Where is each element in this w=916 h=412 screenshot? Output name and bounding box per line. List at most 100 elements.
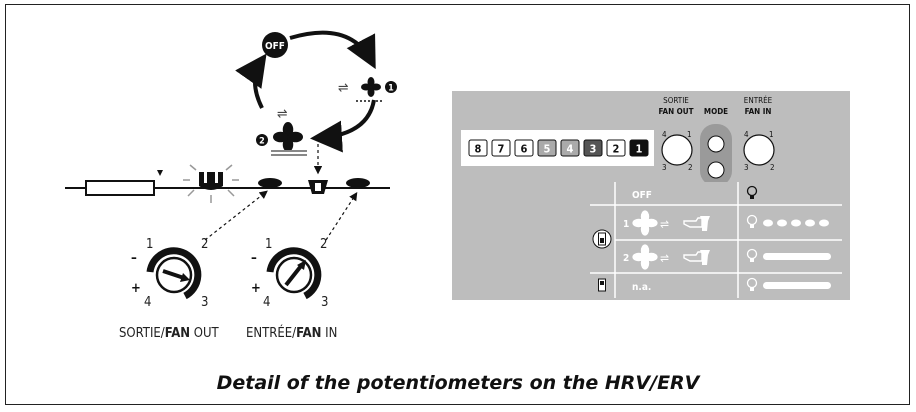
blink-dots (763, 219, 829, 227)
led-digit-label: 2 (613, 143, 620, 156)
figure-frame (5, 4, 910, 405)
led-digit-label: 6 (521, 143, 528, 156)
led-digit-box (514, 139, 534, 157)
off-label: OFF (265, 41, 285, 52)
mode-button-bottom[interactable] (707, 161, 725, 179)
step1-badge (385, 81, 397, 93)
knob-out-circle[interactable] (661, 134, 693, 166)
step2-bar (271, 150, 307, 152)
mode-button-top[interactable] (707, 135, 725, 153)
tick-1: 1 (265, 237, 272, 252)
dial-pointer-head (180, 273, 190, 282)
knob-fan-out[interactable]: 4 1 3 2 (661, 130, 693, 172)
hand-pointer-icon (683, 216, 710, 231)
step2-badge (256, 134, 268, 146)
fan-step2: ⇌ 2 (256, 106, 307, 156)
led-digit-label: 1 (636, 143, 643, 156)
led-digit-box (583, 139, 603, 157)
plus-sign: + (251, 281, 261, 296)
switch-icon-small (598, 278, 606, 292)
dial-arc (146, 247, 202, 300)
solid-light-bar (763, 253, 831, 260)
led-digit-box (491, 139, 511, 157)
dial-pointer (284, 264, 303, 287)
knob-out-label-top: SORTIE (663, 96, 689, 105)
pot-slot-mode-hole (315, 183, 321, 191)
step2-number: 2 (259, 137, 265, 147)
led-digit-box (560, 139, 580, 157)
dotted-arrow-out (204, 190, 268, 241)
led-digit-box (537, 139, 557, 157)
cycle-arrow-right (310, 99, 376, 153)
row-off-label: OFF (632, 190, 652, 201)
tick-2: 2 (201, 237, 208, 252)
row-na-label: n.a. (632, 282, 651, 293)
bulb-icon (746, 277, 758, 291)
fan-icon (632, 210, 658, 236)
led-digit-row: 8 7 6 5 4 3 2 1 (468, 139, 649, 157)
off-circle (262, 32, 288, 58)
led-digit-label: 3 (590, 143, 597, 156)
solid-light-bar (763, 282, 831, 289)
led-digit-label: 8 (475, 143, 482, 156)
dial-out-label: SORTIE/FAN OUT (119, 326, 220, 341)
row-1-number: 1 (623, 219, 629, 230)
exchange-arrows-icon: ⇌ (338, 80, 349, 96)
marker-triangle (157, 170, 163, 176)
led-digit-label: 7 (498, 143, 505, 156)
plus-sign: + (131, 281, 141, 296)
tick-1: 1 (146, 237, 153, 252)
tick-3: 3 (201, 295, 208, 310)
dial-pointer (162, 269, 185, 280)
exchange-arrows-icon: ⇌ (660, 217, 669, 231)
fan-step1: ⇌ 1 (338, 77, 397, 102)
tick-4: 4 (144, 295, 151, 310)
bulb-icon (746, 214, 758, 228)
pot-slot-out (258, 178, 282, 188)
led-digit-label: 4 (567, 143, 574, 156)
knob-in-scale-3: 3 (744, 163, 749, 172)
row-2-number: 2 (623, 253, 629, 264)
knob-in-scale-2: 2 (770, 163, 775, 172)
step2-bar (271, 154, 307, 156)
led-digit-label: 5 (544, 143, 551, 156)
step1-number: 1 (388, 84, 394, 94)
knob-in-circle[interactable] (743, 134, 775, 166)
figure-caption: Detail of the potentiometers on the HRV/… (216, 372, 700, 394)
mode-table: OFF 1 ⇌ (590, 182, 842, 298)
mode-label: MODE (704, 107, 728, 116)
led-component (183, 164, 239, 203)
control-panel: 8 7 6 5 4 3 2 1 SORTIE FAN OUT 4 1 3 2 MODE ENT… (452, 91, 850, 300)
knob-out-scale-2: 2 (688, 163, 693, 172)
fan-icon (361, 77, 381, 97)
switch-icon (592, 229, 612, 249)
pot-slot-in (346, 178, 370, 188)
fuse-component (85, 180, 155, 196)
dial-fan-in[interactable]: 1 2 3 4 – + ENTRÉE/FAN IN (246, 237, 337, 341)
knob-in-scale-1: 1 (769, 130, 774, 139)
exchange-arrows-icon: ⇌ (277, 106, 288, 122)
minus-sign: – (131, 251, 137, 266)
knob-fan-in[interactable]: 4 1 3 2 (743, 130, 775, 172)
cycle-arrow-top (289, 30, 376, 70)
knob-out-scale-1: 1 (687, 130, 692, 139)
bulb-icon (746, 185, 758, 199)
dotted-arrow-in (325, 191, 358, 241)
knob-out-scale-3: 3 (662, 163, 667, 172)
knob-in-label-bottom: FAN IN (745, 107, 772, 116)
tick-3: 3 (321, 295, 328, 310)
exchange-arrows-icon: ⇌ (660, 251, 669, 265)
tick-4: 4 (263, 295, 270, 310)
dial-arc (266, 247, 322, 300)
led-digit-box (606, 139, 626, 157)
knob-out-label-bottom: FAN OUT (659, 107, 694, 116)
led-digit-box (468, 139, 488, 157)
knob-in-label-top: ENTRÉE (744, 94, 773, 105)
bulb-icon (746, 248, 758, 262)
dial-fan-out[interactable]: 1 2 3 4 – + SORTIE/FAN OUT (119, 237, 220, 341)
knob-out-scale-4: 4 (662, 130, 667, 139)
tick-2: 2 (320, 237, 327, 252)
hand-pointer-icon (683, 250, 710, 265)
fan-icon (632, 244, 658, 270)
